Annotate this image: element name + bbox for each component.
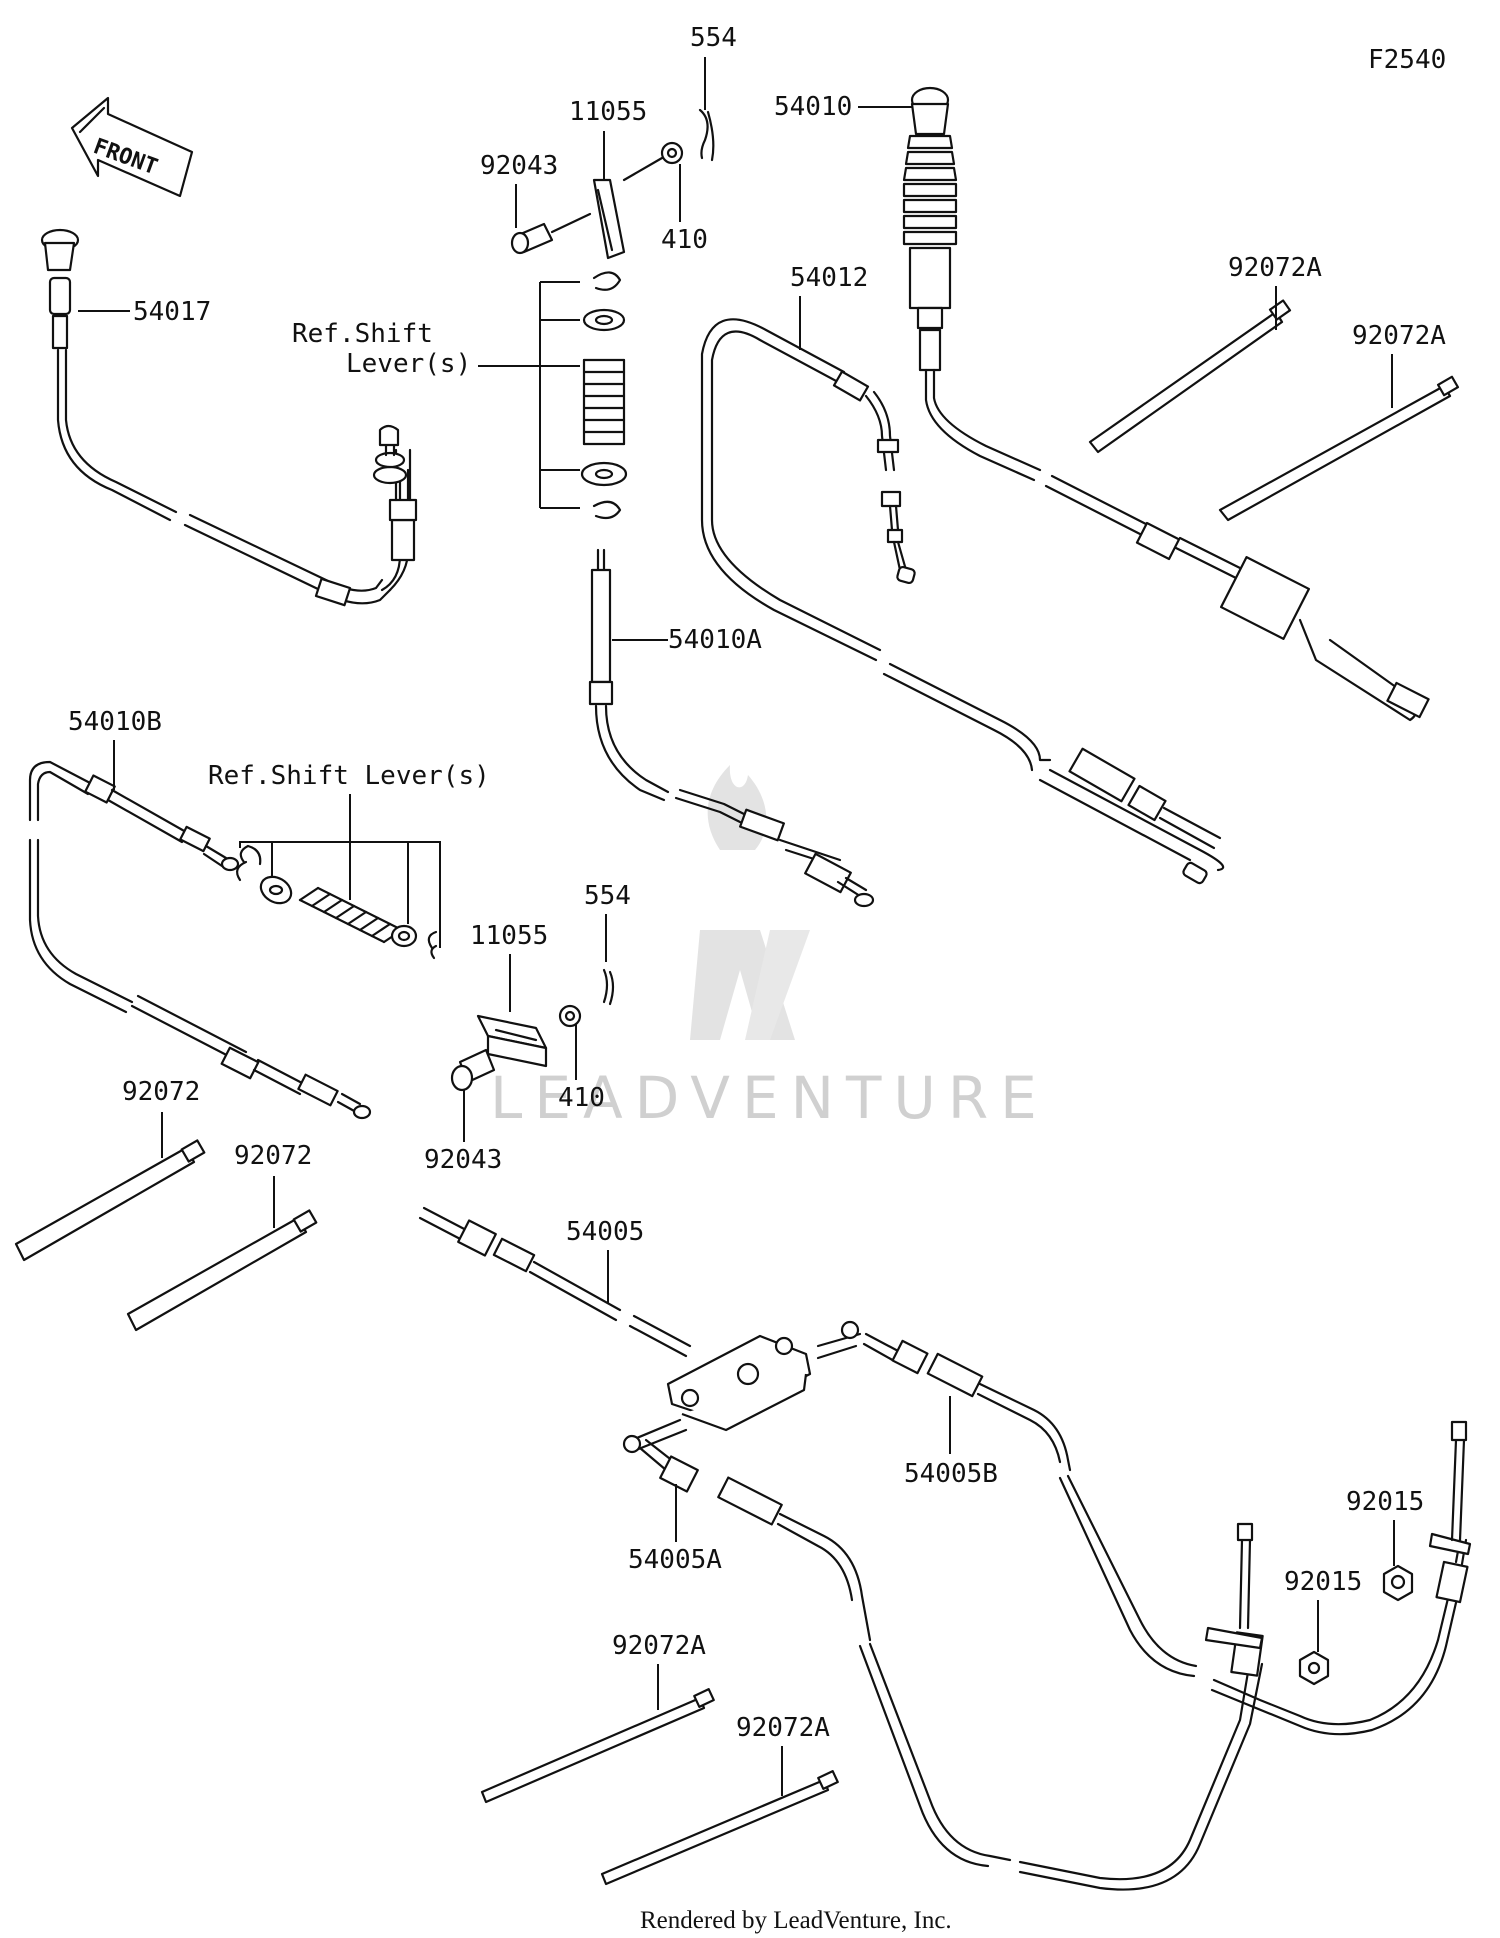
label-554-top: 554 <box>690 23 737 53</box>
clevis-mid <box>450 968 615 1092</box>
label-92015-b: 92015 <box>1284 1567 1362 1597</box>
label-410-mid: 410 <box>558 1083 605 1113</box>
watermark-text: LEADVENTURE <box>490 1064 1049 1132</box>
label-54017: 54017 <box>133 297 211 327</box>
label-ref-shift-top-1: Ref.Shift <box>292 319 433 349</box>
label-92043-mid: 92043 <box>424 1145 502 1175</box>
cable-54017 <box>40 228 418 607</box>
nut-92015-b <box>1298 1650 1330 1686</box>
nut-92015-a <box>1382 1564 1414 1602</box>
cable-tie-92072A-r1 <box>1088 299 1292 454</box>
front-arrow: FRONT <box>70 96 194 198</box>
label-92072-b: 92072 <box>234 1141 312 1171</box>
label-11055-mid: 11055 <box>470 921 548 951</box>
label-410-top: 410 <box>661 225 708 255</box>
label-ref-shift-mid: Ref.Shift Lever(s) <box>208 761 490 791</box>
footer-text: Rendered by LeadVenture, Inc. <box>640 1907 952 1934</box>
label-92072A-b2: 92072A <box>736 1713 830 1743</box>
label-92043-top: 92043 <box>480 151 558 181</box>
cable-54010A <box>588 548 875 908</box>
cable-tie-92072A-b2 <box>600 1770 839 1886</box>
cable-tie-92072-b <box>126 1209 318 1332</box>
label-92072A-r2: 92072A <box>1352 321 1446 351</box>
label-54005: 54005 <box>566 1217 644 1247</box>
label-92072A-b1: 92072A <box>612 1631 706 1661</box>
label-54010B: 54010B <box>68 707 162 737</box>
label-11055-top: 11055 <box>569 97 647 127</box>
label-92072-a: 92072 <box>122 1077 200 1107</box>
label-92072A-r1: 92072A <box>1228 253 1322 283</box>
cable-tie-92072-a <box>14 1139 206 1262</box>
label-54005B: 54005B <box>904 1459 998 1489</box>
cable-54005 <box>418 1206 1472 1891</box>
spring-stack-mid <box>236 844 438 960</box>
label-54005A: 54005A <box>628 1545 722 1575</box>
cable-tie-92072A-b1 <box>480 1688 715 1804</box>
cable-54010B <box>28 760 372 1120</box>
cable-54010 <box>902 86 1430 722</box>
label-54010A: 54010A <box>668 625 762 655</box>
label-92015-a: 92015 <box>1346 1487 1424 1517</box>
watermark: LEADVENTURE <box>490 765 1049 1132</box>
cable-tie-92072A-r2 <box>1218 375 1460 522</box>
label-54010: 54010 <box>774 92 852 122</box>
figure-code: F2540 <box>1368 45 1446 75</box>
cable-54012 <box>700 318 1225 885</box>
clevis-top <box>510 108 715 260</box>
label-ref-shift-top-2: Lever(s) <box>346 349 471 379</box>
label-54012: 54012 <box>790 263 868 293</box>
label-554-mid: 554 <box>584 881 631 911</box>
spring-stack-top <box>580 271 628 520</box>
